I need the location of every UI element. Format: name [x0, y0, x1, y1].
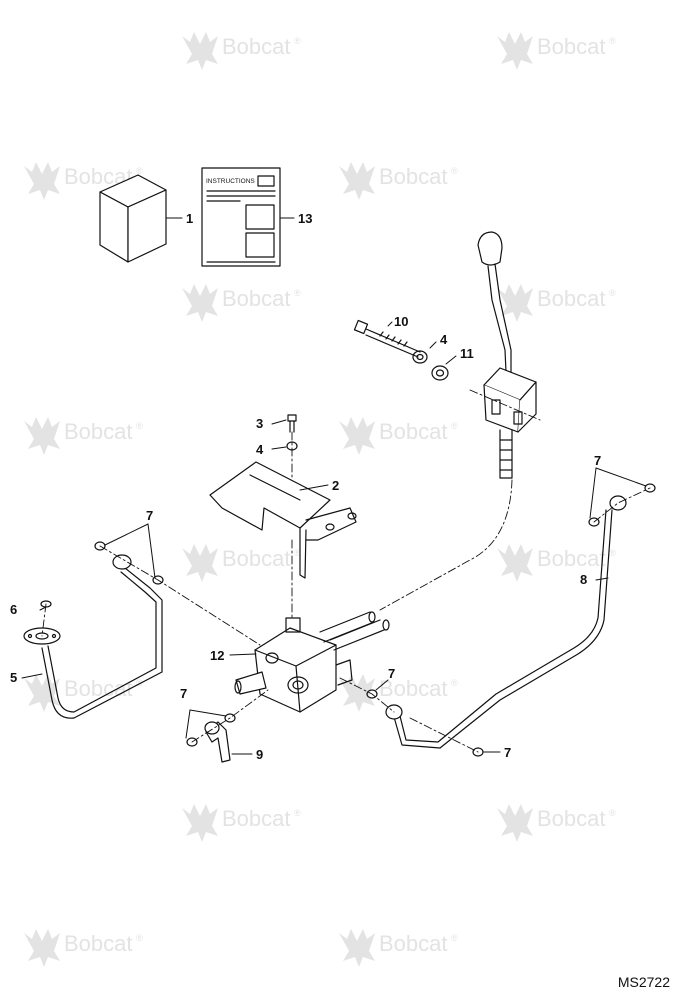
mounting-bracket — [209, 461, 357, 579]
bolt-part — [353, 319, 421, 358]
washer-part — [412, 350, 428, 364]
callout-12: 12 — [210, 648, 224, 663]
callout-2: 2 — [332, 478, 339, 493]
drawing-reference: MS2722 — [617, 974, 670, 990]
callout-6: 6 — [10, 602, 17, 617]
o-ring-part — [186, 737, 198, 747]
callout-7e: 7 — [504, 745, 511, 760]
o-ring-part — [588, 517, 600, 527]
callout-numbers: 1 13 10 4 11 3 4 2 7 7 6 8 12 5 7 7 9 7 … — [10, 178, 601, 762]
callout-10: 10 — [394, 314, 408, 329]
control-lever — [477, 231, 537, 479]
callout-11: 11 — [460, 346, 474, 361]
o-ring-part — [152, 575, 164, 585]
assembly-center-lines — [41, 389, 651, 753]
callout-5: 5 — [10, 670, 17, 685]
callout-13: 13 — [298, 211, 312, 226]
callout-7c: 7 — [388, 666, 395, 681]
callout-4a: 4 — [440, 332, 448, 347]
o-ring-part — [472, 747, 484, 757]
o-ring-part — [644, 483, 656, 493]
callout-7b: 7 — [594, 453, 601, 468]
o-ring-part — [94, 541, 106, 551]
manual-title: INSTRUCTIONS — [206, 178, 255, 185]
callout-3: 3 — [256, 416, 263, 431]
callout-7a: 7 — [146, 508, 153, 523]
callout-1: 1 — [186, 211, 193, 226]
lock-washer-part — [431, 365, 449, 381]
callout-9: 9 — [256, 747, 263, 762]
box-part — [99, 174, 167, 263]
leader-lines — [21, 217, 647, 755]
elbow-fitting — [204, 721, 231, 763]
o-ring-part — [366, 689, 378, 699]
callout-4b: 4 — [256, 442, 264, 457]
screw-part — [287, 414, 297, 433]
hydraulic-tube-right — [385, 495, 627, 749]
callout-8: 8 — [580, 572, 587, 587]
control-valve — [234, 611, 390, 713]
o-ring-part — [224, 713, 236, 723]
instructions-manual — [201, 167, 281, 267]
callout-7d: 7 — [180, 686, 187, 701]
